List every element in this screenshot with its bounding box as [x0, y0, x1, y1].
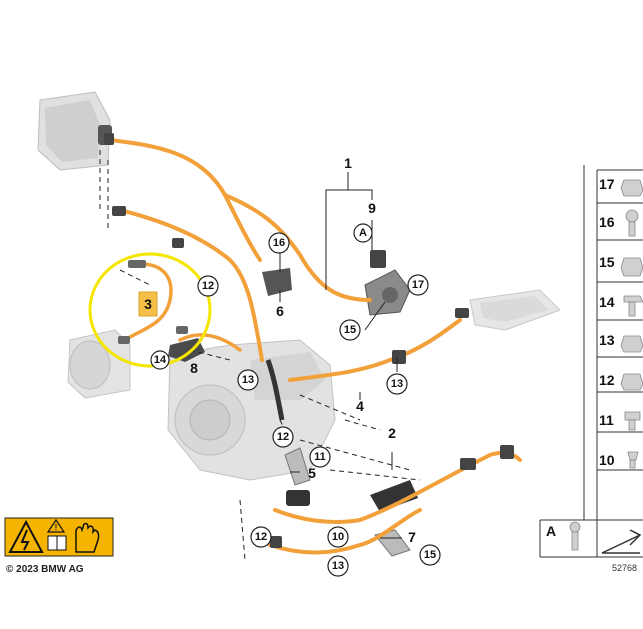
svg-text:!: ! — [55, 523, 58, 532]
callout-3[interactable]: 3 — [144, 296, 152, 312]
no-touch-hand-icon — [75, 522, 100, 553]
callout-5[interactable]: 5 — [308, 465, 316, 481]
legend-item-15[interactable]: 15 — [599, 254, 615, 270]
callout-13a[interactable]: 13 — [242, 374, 254, 386]
callout-7[interactable]: 7 — [408, 529, 416, 545]
bolt-14-icon — [623, 295, 643, 303]
nut-13-icon — [620, 335, 643, 353]
bolt-11-shank-icon — [628, 419, 636, 431]
bolt-10-icon — [627, 451, 639, 461]
highlight-ring — [88, 252, 212, 368]
nut-15-icon — [620, 257, 643, 277]
callout-13c[interactable]: 13 — [332, 560, 344, 572]
callout-6[interactable]: 6 — [276, 303, 284, 319]
legend-item-A[interactable]: A — [546, 523, 556, 539]
screw-A-shank-icon — [571, 531, 579, 551]
high-voltage-warning-icon — [8, 519, 44, 553]
callout-8[interactable]: 8 — [190, 360, 198, 376]
charge-connector — [364, 269, 411, 316]
callout-A[interactable]: A — [359, 227, 367, 239]
callout-15b[interactable]: 15 — [424, 549, 436, 561]
screw-A-icon — [569, 521, 581, 533]
callout-17[interactable]: 17 — [412, 279, 424, 291]
callout-12a[interactable]: 12 — [202, 280, 214, 292]
bracket-9 — [370, 250, 386, 268]
ac-compressor — [67, 329, 131, 399]
legend-item-14[interactable]: 14 — [599, 294, 615, 310]
bolt-11-icon — [624, 411, 641, 421]
callout-12c[interactable]: 12 — [255, 531, 267, 543]
bolt-10-shank-icon — [629, 459, 636, 469]
leader-lines — [99, 150, 421, 561]
callout-4[interactable]: 4 — [356, 398, 364, 414]
callout-2[interactable]: 2 — [388, 425, 396, 441]
nut-17-icon — [620, 179, 643, 197]
callout-12b[interactable]: 12 — [277, 431, 289, 443]
bolt-14-shank-icon — [628, 301, 636, 317]
bracket-6 — [262, 268, 292, 296]
legend-item-13[interactable]: 13 — [599, 332, 615, 348]
cable-sleeve — [265, 359, 285, 421]
callouts: 1 9 2 4 5 6 7 8 A 16 17 15 15 12 12 12 1… — [150, 155, 441, 577]
warning-label: ! — [4, 517, 114, 557]
control-box-right — [469, 289, 561, 331]
copyright: © 2023 BMW AG — [6, 564, 84, 575]
legend-item-17[interactable]: 17 — [599, 176, 615, 192]
legend-item-12[interactable]: 12 — [599, 372, 615, 388]
arrow-icon — [629, 529, 642, 546]
callout-9[interactable]: 9 — [368, 200, 376, 216]
bolt-16-shank-icon — [628, 221, 636, 237]
legend-item-16[interactable]: 16 — [599, 214, 615, 230]
highlight-label-box — [138, 291, 158, 317]
connector-2 — [370, 480, 418, 512]
bracket-5 — [284, 447, 311, 486]
callout-1[interactable]: 1 — [344, 155, 352, 171]
general-warning-icon — [46, 518, 66, 533]
legend-item-11[interactable]: 11 — [599, 412, 614, 428]
callout-11[interactable]: 11 — [314, 451, 326, 463]
callout-13b[interactable]: 13 — [391, 378, 403, 390]
callout-15a[interactable]: 15 — [344, 324, 356, 336]
inverter-unit — [37, 91, 112, 171]
tool-icon — [601, 534, 641, 554]
bracket-8 — [168, 338, 205, 362]
callout-10[interactable]: 10 — [332, 531, 344, 543]
bolt-16-icon — [625, 209, 639, 223]
lightning-icon — [20, 529, 30, 551]
fastener-legend: 17 16 15 14 13 12 11 10 A 5276 — [539, 165, 643, 573]
callout-14[interactable]: 14 — [154, 354, 167, 366]
image-id: 52768 — [612, 563, 637, 573]
legend-item-10[interactable]: 10 — [599, 452, 615, 468]
harness-connectors — [104, 133, 514, 548]
callout-16[interactable]: 16 — [273, 237, 285, 249]
connector-10 — [286, 490, 310, 506]
nut-12-icon — [620, 373, 643, 391]
